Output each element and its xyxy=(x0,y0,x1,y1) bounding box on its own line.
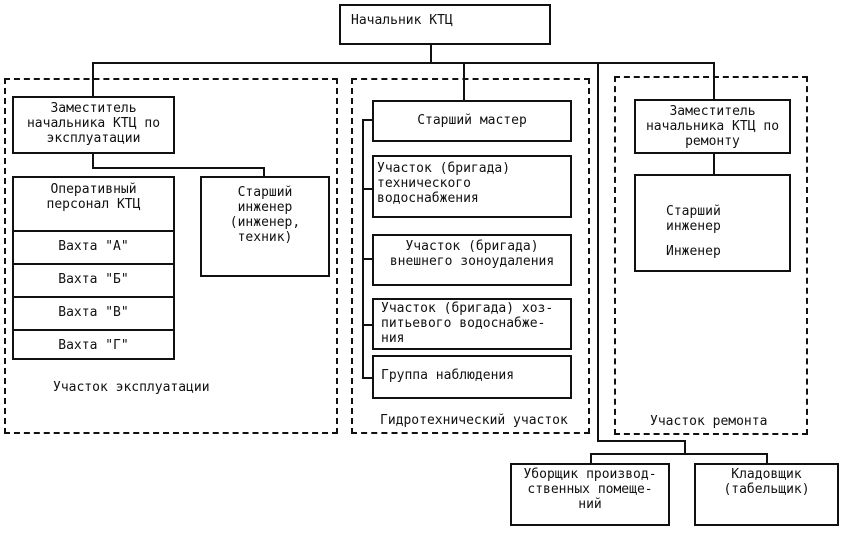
hydro-unit-monitoring-group: Группа наблюдения xyxy=(372,355,572,399)
support-storekeeper-label: Кладовщик (табельщик) xyxy=(723,467,810,497)
support-cleaner-label: Уборщик производ- ственных помеще- ний xyxy=(523,467,657,512)
hydro-unit-ash-removal: Участок (бригада) внешнего зоноудаления xyxy=(372,234,572,286)
connector-spine-unit-3 xyxy=(362,324,372,326)
ops-senior-engineer-label: Старший инженер (инженер, техник) xyxy=(229,185,301,245)
shift-b: Вахта "Б" xyxy=(14,263,173,296)
support-storekeeper-box: Кладовщик (табельщик) xyxy=(694,463,839,526)
connector-root-down xyxy=(430,45,432,64)
root-box-head-of-ktc: Начальник КТЦ xyxy=(339,4,551,45)
section-hydro-frame xyxy=(351,78,590,434)
shift-v: Вахта "В" xyxy=(14,296,173,329)
connector-spine-unit-4 xyxy=(362,377,372,379)
section-hydro-title: Гидротехнический участок xyxy=(380,413,568,428)
shift-g: Вахта "Г" xyxy=(14,329,173,362)
section-operations-title: Участок эксплуатации xyxy=(53,380,210,395)
connector-support-drop xyxy=(684,440,686,454)
connector-to-cleaner xyxy=(590,453,592,464)
operative-staff-stack: Оперативный персонал КТЦ Вахта "А" Вахта… xyxy=(12,176,175,360)
repair-senior-engineer-label: Старший инженер xyxy=(666,204,721,234)
connector-hydro-spine xyxy=(362,119,364,379)
hydro-unit-monitoring-group-label: Группа наблюдения xyxy=(381,368,515,383)
connector-spine-unit-2 xyxy=(362,258,372,260)
connector-to-ops-engineer xyxy=(263,167,265,177)
repair-staff-box: Старший инженер Инженер xyxy=(634,174,791,272)
senior-master-label: Старший мастер xyxy=(417,113,527,128)
support-cleaner-box: Уборщик производ- ственных помеще- ний xyxy=(510,463,670,526)
shift-a: Вахта "А" xyxy=(14,230,173,263)
ops-deputy-label: Заместитель начальника КТЦ по эксплуатац… xyxy=(26,101,161,146)
repair-engineer-label: Инженер xyxy=(666,244,721,259)
repair-deputy-label: Заместитель начальника КТЦ по ремонту xyxy=(645,104,780,149)
connector-spine-master xyxy=(362,119,372,121)
connector-to-storekeeper xyxy=(766,453,768,464)
connector-to-senior-master xyxy=(463,62,465,100)
ops-senior-engineer-box: Старший инженер (инженер, техник) xyxy=(200,176,330,277)
connector-ops-deputy-down xyxy=(92,154,94,169)
ops-deputy-box: Заместитель начальника КТЦ по эксплуатац… xyxy=(12,96,175,154)
root-label: Начальник КТЦ xyxy=(351,13,453,28)
connector-support-bend xyxy=(597,440,686,442)
connector-ops-bus xyxy=(92,167,265,169)
repair-deputy-box: Заместитель начальника КТЦ по ремонту xyxy=(634,99,791,154)
connector-support-bus xyxy=(590,453,768,455)
section-operations-frame xyxy=(4,78,338,434)
senior-master-box: Старший мастер xyxy=(372,100,572,142)
section-repair-frame xyxy=(614,76,808,435)
connector-repair-down xyxy=(713,154,715,174)
hydro-unit-ash-removal-label: Участок (бригада) внешнего зоноудаления xyxy=(389,239,555,269)
connector-spine-unit-1 xyxy=(362,188,372,190)
connector-to-repair-deputy xyxy=(713,62,715,100)
hydro-unit-drinking-water-label: Участок (бригада) хоз- питьевого водосна… xyxy=(381,301,554,346)
hydro-unit-technical-water: Участок (бригада) технического водоснабж… xyxy=(372,155,572,218)
connector-main-bus xyxy=(92,62,715,64)
section-repair-title: Участок ремонта xyxy=(650,414,768,429)
hydro-unit-drinking-water: Участок (бригада) хоз- питьевого водосна… xyxy=(372,298,572,350)
operative-staff-label: Оперативный персонал КТЦ xyxy=(46,182,141,212)
hydro-unit-technical-water-label: Участок (бригада) технического водоснабж… xyxy=(377,161,511,206)
connector-to-support xyxy=(597,62,599,442)
